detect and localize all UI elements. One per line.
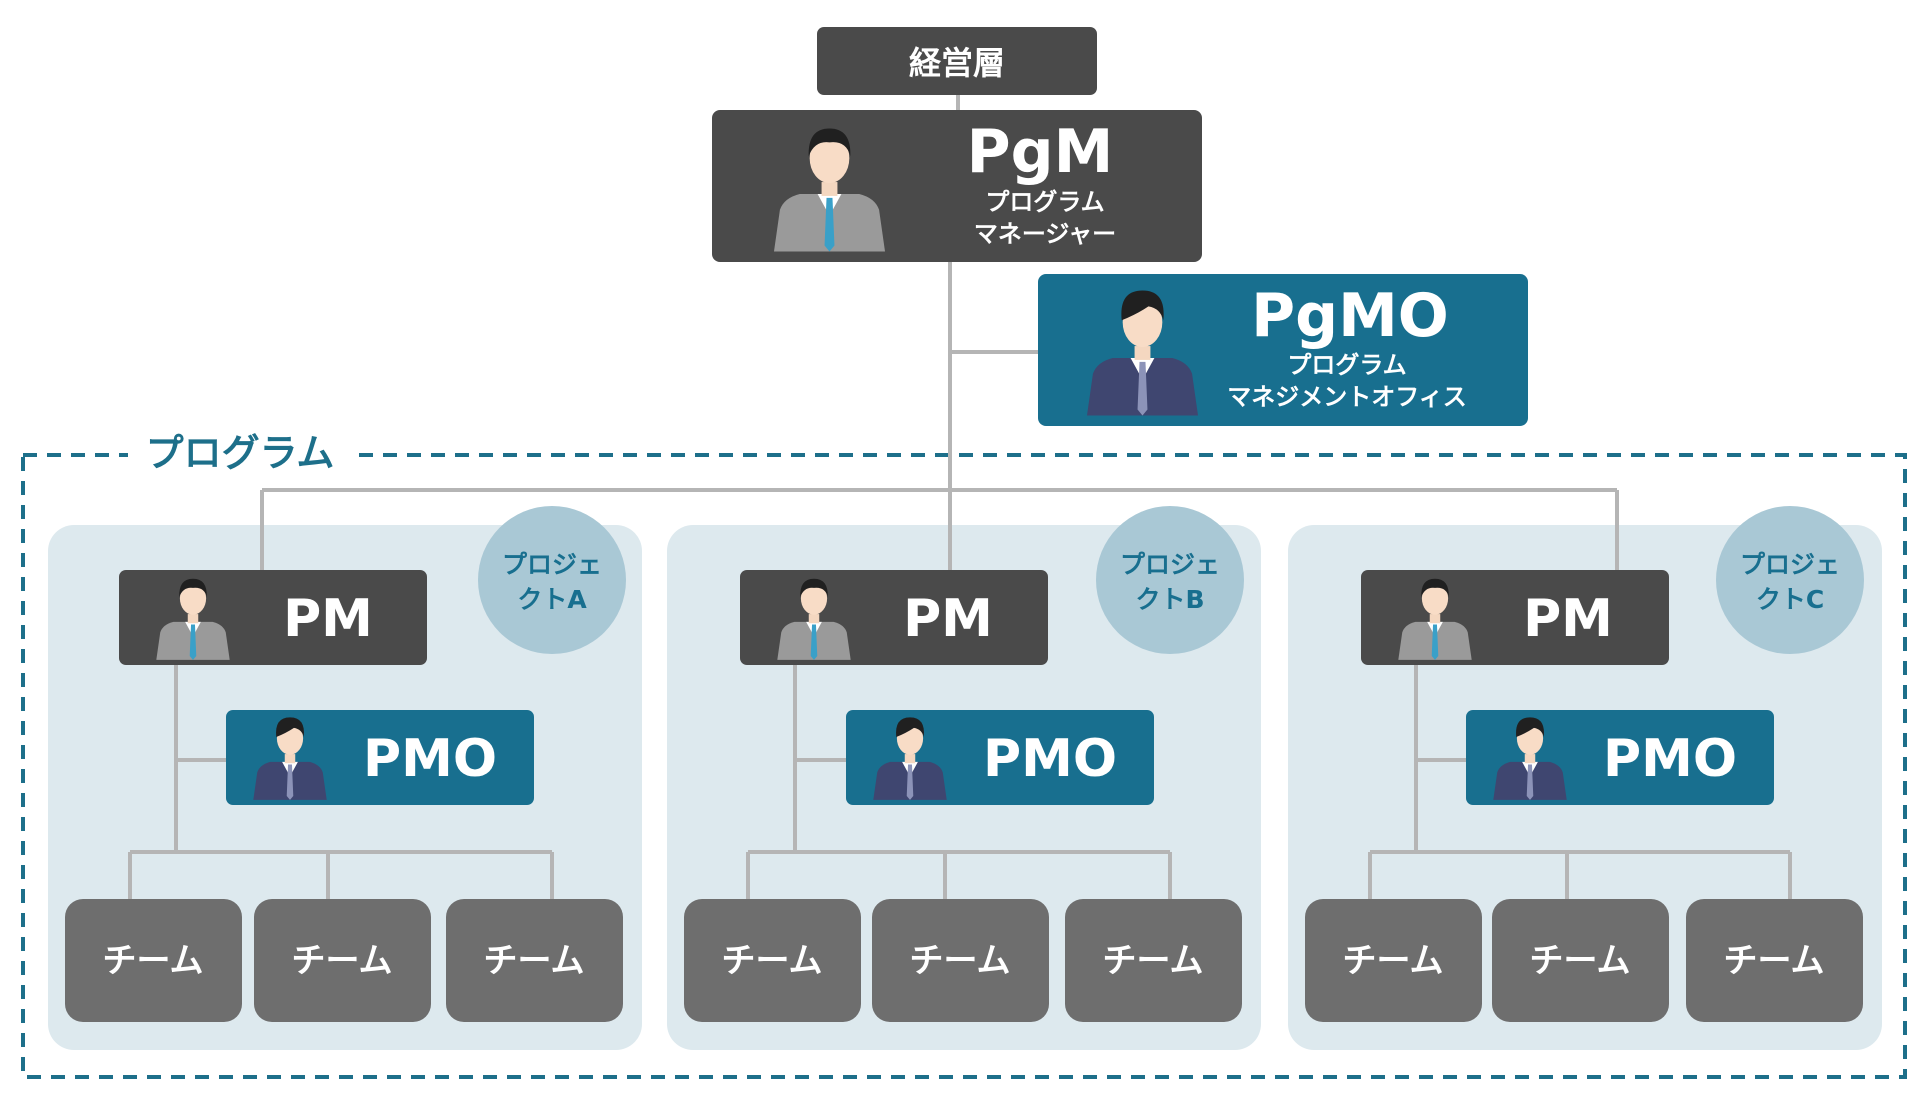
project-badge-line2: クトA bbox=[517, 585, 587, 614]
team-box bbox=[254, 899, 431, 1022]
pgmo-subtitle-line2: マネジメントオフィス bbox=[1227, 383, 1467, 411]
team-label: チーム bbox=[1103, 941, 1204, 981]
program-frame bbox=[21, 453, 1907, 1079]
connector-lines bbox=[128, 94, 1792, 900]
team-label: チーム bbox=[1724, 941, 1825, 981]
project-c: プロジェ クトC PM PMO チーム チーム チーム bbox=[1305, 506, 1864, 1022]
pmo-label: PMO bbox=[1603, 729, 1737, 789]
team-box bbox=[446, 899, 623, 1022]
executives-label: 経営層 bbox=[909, 44, 1005, 82]
team-box bbox=[872, 899, 1049, 1022]
team-label: チーム bbox=[910, 941, 1011, 981]
project-badge bbox=[1096, 506, 1244, 654]
pgm-title: PgM bbox=[967, 117, 1114, 187]
project-badge-line1: プロジェ bbox=[502, 550, 602, 579]
pgmo-box: PgMO プログラム マネジメントオフィス bbox=[1038, 274, 1528, 426]
program-label: プログラム bbox=[146, 431, 335, 475]
project-badge-line1: プロジェ bbox=[1740, 550, 1840, 579]
team-box bbox=[65, 899, 242, 1022]
pmo-label: PMO bbox=[363, 729, 497, 789]
pgmo-title: PgMO bbox=[1251, 281, 1449, 351]
team-box bbox=[1492, 899, 1669, 1022]
team-box bbox=[1065, 899, 1242, 1022]
project-badge bbox=[478, 506, 626, 654]
pgm-box: PgM プログラム マネージャー bbox=[712, 110, 1202, 262]
team-box bbox=[1305, 899, 1482, 1022]
team-label: チーム bbox=[722, 941, 823, 981]
project-badge-line1: プロジェ bbox=[1120, 550, 1220, 579]
team-box bbox=[1686, 899, 1863, 1022]
project-a: プロジェ クトA PM PMO チーム チーム チーム bbox=[65, 506, 626, 1022]
pgm-subtitle-line1: プログラム bbox=[985, 188, 1104, 216]
team-box bbox=[684, 899, 861, 1022]
team-label: チーム bbox=[1530, 941, 1631, 981]
pmo-label: PMO bbox=[983, 729, 1117, 789]
pm-label: PM bbox=[1523, 589, 1613, 649]
project-badge-line2: クトB bbox=[1135, 585, 1204, 614]
pm-label: PM bbox=[283, 589, 373, 649]
project-b: プロジェ クトB PM PMO チーム チーム チーム bbox=[684, 506, 1244, 1022]
pgm-subtitle-line2: マネージャー bbox=[974, 220, 1116, 248]
project-badge bbox=[1716, 506, 1864, 654]
executives-box bbox=[817, 27, 1097, 95]
pgmo-subtitle-line1: プログラム bbox=[1287, 351, 1406, 379]
project-badge-line2: クトC bbox=[1756, 585, 1824, 614]
team-label: チーム bbox=[484, 941, 585, 981]
team-label: チーム bbox=[1343, 941, 1444, 981]
team-label: チーム bbox=[103, 941, 204, 981]
team-label: チーム bbox=[292, 941, 393, 981]
pm-label: PM bbox=[903, 589, 993, 649]
